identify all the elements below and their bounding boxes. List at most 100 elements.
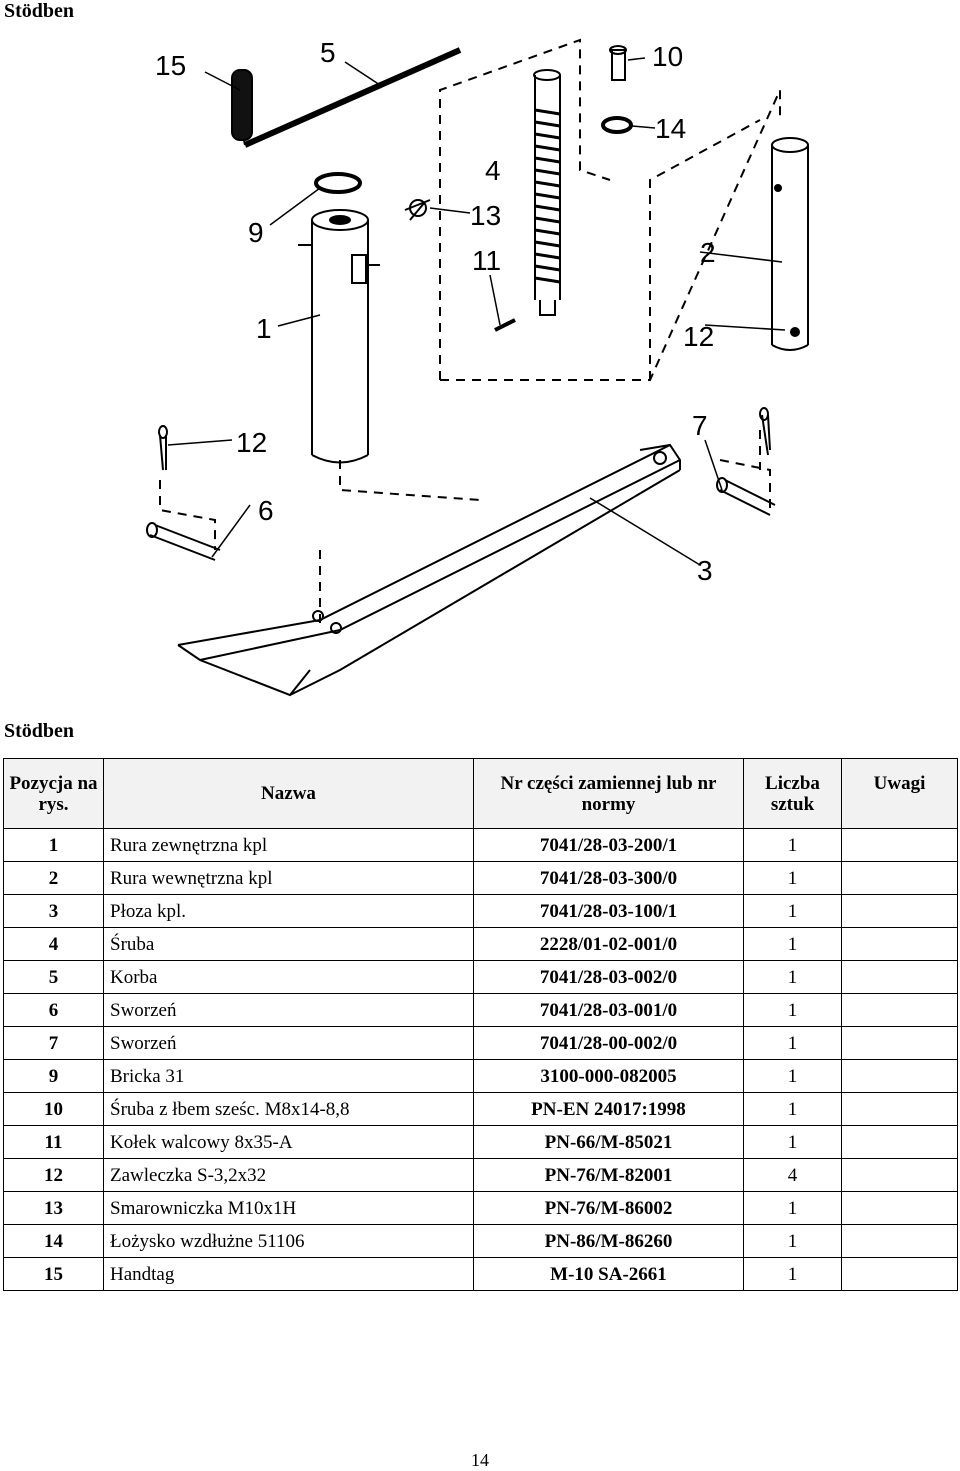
callout-11: 11 <box>472 245 501 276</box>
cell-part-number: PN-EN 24017:1998 <box>473 1092 744 1126</box>
callout-12-right: 12 <box>683 321 714 352</box>
parts-table: Pozycja na rys. Nazwa Nr części zamienne… <box>3 758 958 1291</box>
callout-10: 10 <box>652 41 683 72</box>
cell-name: Sworzeń <box>103 993 474 1027</box>
cell-name: Płoza kpl. <box>103 894 474 928</box>
cell-quantity: 1 <box>743 1026 842 1060</box>
cell-position: 11 <box>3 1125 104 1159</box>
cell-quantity: 1 <box>743 1191 842 1225</box>
header-quantity: Liczba sztuk <box>743 758 842 829</box>
cell-notes <box>841 828 958 862</box>
callout-4: 4 <box>485 155 501 186</box>
cell-name: Zawleczka S-3,2x32 <box>103 1158 474 1192</box>
callout-2: 2 <box>700 237 716 268</box>
cell-quantity: 1 <box>743 1224 842 1258</box>
cell-part-number: M-10 SA-2661 <box>473 1257 744 1291</box>
cell-notes <box>841 993 958 1027</box>
cell-part-number: 7041/28-03-002/0 <box>473 960 744 994</box>
cell-quantity: 1 <box>743 861 842 895</box>
cell-position: 3 <box>3 894 104 928</box>
header-name: Nazwa <box>103 758 474 829</box>
cell-quantity: 1 <box>743 1092 842 1126</box>
header-part-number: Nr części zamiennej lub nr normy <box>473 758 744 829</box>
cell-position: 9 <box>3 1059 104 1093</box>
cell-position: 10 <box>3 1092 104 1126</box>
cell-part-number: PN-76/M-86002 <box>473 1191 744 1225</box>
cell-name: Śruba z łbem sześc. M8x14-8,8 <box>103 1092 474 1126</box>
cell-quantity: 1 <box>743 1125 842 1159</box>
cell-quantity: 1 <box>743 927 842 961</box>
cell-part-number: PN-86/M-86260 <box>473 1224 744 1258</box>
header-position: Pozycja na rys. <box>3 758 104 829</box>
cell-position: 5 <box>3 960 104 994</box>
callout-6: 6 <box>258 495 274 526</box>
cell-name: Kołek walcowy 8x35-A <box>103 1125 474 1159</box>
header-notes: Uwagi <box>841 758 958 829</box>
cell-position: 13 <box>3 1191 104 1225</box>
cell-part-number: PN-66/M-85021 <box>473 1125 744 1159</box>
cell-name: Rura zewnętrzna kpl <box>103 828 474 862</box>
callout-9: 9 <box>248 217 264 248</box>
cell-notes <box>841 927 958 961</box>
cell-quantity: 1 <box>743 960 842 994</box>
callout-1: 1 <box>256 313 272 344</box>
cell-quantity: 1 <box>743 1059 842 1093</box>
cell-notes <box>841 1191 958 1225</box>
cell-notes <box>841 1092 958 1126</box>
cell-part-number: 3100-000-082005 <box>473 1059 744 1093</box>
exploded-view-drawing: 15 5 10 14 4 13 11 9 1 2 12 12 7 6 3 <box>146 37 809 697</box>
cell-position: 12 <box>3 1158 104 1192</box>
table-header-row: Pozycja na rys. Nazwa Nr części zamienne… <box>3 758 958 829</box>
cell-name: Korba <box>103 960 474 994</box>
cell-notes <box>841 861 958 895</box>
cell-quantity: 1 <box>743 1257 842 1291</box>
cell-part-number: 7041/28-00-002/0 <box>473 1026 744 1060</box>
cell-position: 14 <box>3 1224 104 1258</box>
cell-quantity: 1 <box>743 894 842 928</box>
callout-12-left: 12 <box>236 427 267 458</box>
cell-position: 2 <box>3 861 104 895</box>
page-number: 14 <box>471 1450 489 1470</box>
cell-part-number: PN-76/M-82001 <box>473 1158 744 1192</box>
table-heading: Stödben <box>4 720 75 742</box>
cell-position: 7 <box>3 1026 104 1060</box>
cell-part-number: 2228/01-02-001/0 <box>473 927 744 961</box>
cell-notes <box>841 1257 958 1291</box>
cell-notes <box>841 1059 958 1093</box>
cell-name: Sworzeń <box>103 1026 474 1060</box>
cell-name: Smarowniczka M10x1H <box>103 1191 474 1225</box>
cell-position: 6 <box>3 993 104 1027</box>
cell-part-number: 7041/28-03-300/0 <box>473 861 744 895</box>
cell-notes <box>841 1026 958 1060</box>
callout-15: 15 <box>155 50 186 81</box>
cell-name: Handtag <box>103 1257 474 1291</box>
callout-7: 7 <box>692 410 708 441</box>
cell-notes <box>841 960 958 994</box>
cell-quantity: 4 <box>743 1158 842 1192</box>
callout-14: 14 <box>655 113 686 144</box>
cell-notes <box>841 894 958 928</box>
cell-part-number: 7041/28-03-100/1 <box>473 894 744 928</box>
cell-name: Łożysko wzdłużne 51106 <box>103 1224 474 1258</box>
cell-quantity: 1 <box>743 993 842 1027</box>
cell-part-number: 7041/28-03-200/1 <box>473 828 744 862</box>
cell-position: 4 <box>3 927 104 961</box>
callout-5: 5 <box>320 37 336 68</box>
callout-3: 3 <box>697 555 713 586</box>
cell-notes <box>841 1125 958 1159</box>
cell-name: Rura wewnętrzna kpl <box>103 861 474 895</box>
